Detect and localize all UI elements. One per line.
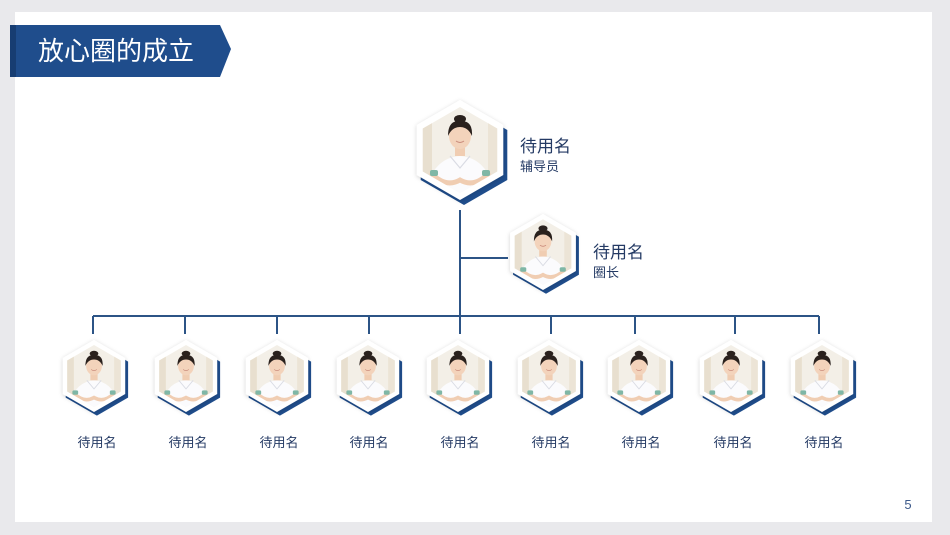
member-name: 待用名 bbox=[511, 432, 591, 451]
leader-node bbox=[505, 214, 587, 296]
member-node bbox=[695, 340, 773, 418]
member-name: 待用名 bbox=[329, 432, 409, 451]
page-number: 5 bbox=[896, 497, 920, 512]
member-node bbox=[422, 340, 500, 418]
member-node bbox=[241, 340, 319, 418]
member-name: 待用名 bbox=[601, 432, 681, 451]
member-node bbox=[150, 340, 228, 418]
member-name: 待用名 bbox=[693, 432, 773, 451]
member-node bbox=[786, 340, 864, 418]
member-name: 待用名 bbox=[784, 432, 864, 451]
member-name: 待用名 bbox=[148, 432, 228, 451]
member-node bbox=[603, 340, 681, 418]
member-name: 待用名 bbox=[57, 432, 137, 451]
member-node bbox=[58, 340, 136, 418]
member-name: 待用名 bbox=[239, 432, 319, 451]
leader-role: 圈长 bbox=[593, 262, 619, 281]
leader-name: 待用名 bbox=[593, 238, 644, 263]
member-node bbox=[513, 340, 591, 418]
advisor-name: 待用名 bbox=[520, 132, 571, 157]
advisor-node bbox=[410, 100, 516, 206]
member-node bbox=[332, 340, 410, 418]
member-name: 待用名 bbox=[420, 432, 500, 451]
advisor-role: 辅导员 bbox=[520, 156, 559, 175]
